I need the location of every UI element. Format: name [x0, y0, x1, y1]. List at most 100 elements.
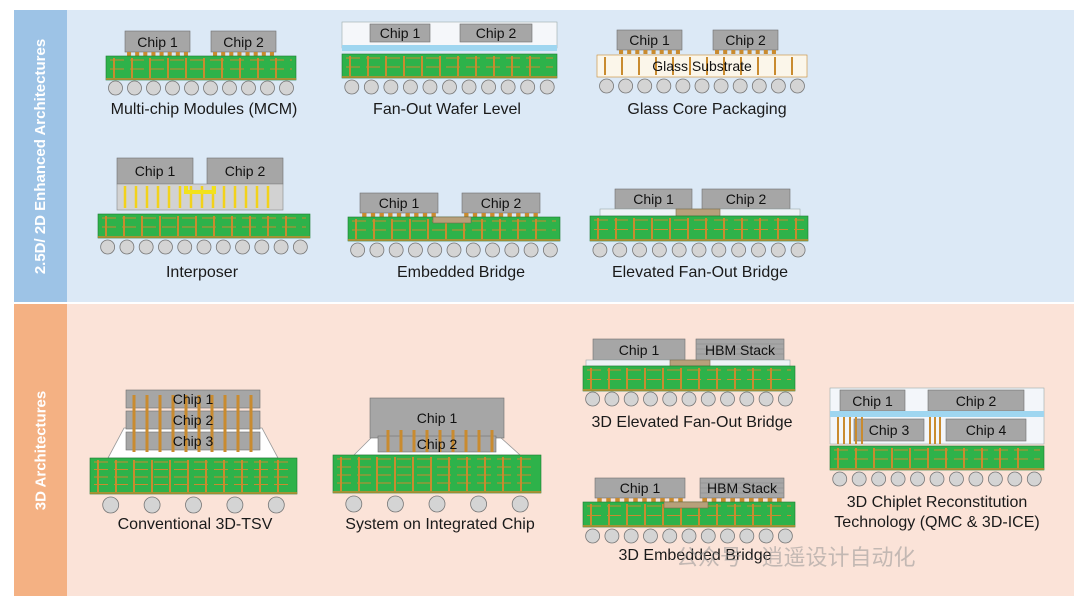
interposer-solder-ball [254, 239, 270, 255]
interposer-solder-ball [100, 239, 116, 255]
emb3d-solder-ball [604, 528, 620, 544]
fowl-chip-1-label: Chip 1 [379, 25, 421, 41]
emb3d-microbump [702, 498, 707, 502]
elev3d-solder-ball [720, 391, 735, 407]
emb3d-microbump [730, 498, 735, 502]
emb3d-solder-ball [739, 528, 755, 544]
caption-soic: System on Integrated Chip [345, 516, 535, 533]
recon-solder-ball [890, 471, 906, 487]
caption-embedded-bridge: Embedded Bridge [396, 264, 526, 281]
glass-chip-2-label: Chip 2 [725, 32, 766, 48]
glass-solder-ball [694, 78, 710, 94]
recon-solder-ball [929, 471, 945, 487]
elevated-solder-ball [632, 242, 647, 258]
elev3d-solder-ball [604, 391, 620, 407]
fowl-solder-ball [539, 79, 555, 95]
mcm-chip-2-label: Chip 2 [223, 33, 264, 50]
elevated-bridge [675, 208, 721, 217]
emb3d-microbump [777, 498, 782, 502]
emb3d-microbump [739, 498, 745, 502]
fowl-solder-ball [383, 79, 399, 95]
elevated-solder-ball [751, 242, 766, 258]
glass-microbump [763, 50, 768, 54]
interposer-chip-1 [116, 157, 194, 185]
emb3d-solder-ball [643, 528, 658, 544]
elev3d-bridge [669, 359, 711, 367]
recon-solder-ball [851, 471, 867, 487]
embedded-solder-ball [504, 242, 520, 258]
embedded-solder-ball [485, 242, 500, 258]
elev3d-solder-ball [623, 391, 639, 407]
emb3d-microbump [642, 498, 647, 502]
soic-chip-1 [369, 397, 505, 439]
caption-fan-out-wafer-level: Fan-Out Wafer Level [373, 101, 521, 118]
elev3d-solder-ball [662, 391, 678, 407]
embedded-microbump [414, 213, 419, 217]
mcm-microbump [213, 52, 218, 56]
interposer-solder-ball [273, 239, 289, 255]
mcm-microbump [253, 52, 258, 56]
glass-solder-ball [618, 78, 634, 94]
emb3d-silicon-bridge [663, 501, 709, 509]
mcm-microbump [237, 52, 242, 56]
caption-interposer: Interposer [165, 264, 239, 281]
glass-microbump [715, 50, 720, 54]
recon-solder-ball [949, 471, 964, 487]
tsv-solder-ball [143, 496, 161, 514]
soic-solder-ball [511, 495, 529, 513]
glass-microbump [659, 50, 664, 54]
mcm-microbump [151, 52, 156, 56]
emb3d-chip-1-label: Chip 1 [619, 480, 661, 496]
glass-solder-ball [770, 78, 786, 94]
recon-chip-3-label: Chip 3 [868, 422, 910, 438]
embedded-solder-ball [465, 242, 481, 258]
fowl-chip-2-label: Chip 2 [475, 25, 517, 41]
embedded-silicon-bridge [432, 216, 472, 224]
emb3d-microbump [660, 498, 665, 502]
caption-3d-tsv: Conventional 3D-TSV [117, 516, 273, 533]
mcm-solder-ball [241, 80, 256, 96]
elev3d-solder-ball [739, 391, 755, 407]
caption-elevated-fan-out-bridge: Elevated Fan-Out Bridge [611, 264, 789, 281]
caption-reconstitution-line1: 3D Chiplet Reconstitution [846, 494, 1028, 511]
embedded-microbump [431, 213, 436, 217]
emb3d-solder-ball [777, 528, 793, 544]
emb3d-microbump [624, 498, 629, 502]
soic-chip-2-label: Chip 2 [416, 436, 458, 452]
glass-microbump [635, 50, 640, 54]
embedded-microbump [516, 213, 521, 217]
glass-microbump [771, 50, 776, 54]
recon-solder-ball [871, 471, 887, 487]
interposer-solder-ball [292, 239, 308, 255]
embedded-solder-ball [427, 242, 443, 258]
interposer-redistribution-link [184, 186, 216, 194]
emb3d-microbump [749, 498, 754, 502]
fowl-chip-2 [459, 23, 533, 43]
soic-chip-1-label: Chip 1 [416, 410, 458, 426]
glass-microbump [619, 50, 624, 54]
emb3d-chip-1 [594, 477, 686, 499]
mcm-microbump [159, 52, 164, 56]
tsv-solder-ball [102, 496, 120, 514]
fowl-solder-ball [520, 79, 536, 95]
embedded-microbump [498, 213, 504, 217]
glass-chip-1-label: Chip 1 [629, 32, 670, 48]
glass-solder-ball [675, 78, 691, 94]
mcm-solder-ball [222, 80, 237, 96]
recon-solder-ball [832, 471, 848, 487]
tsv-solder-ball [267, 496, 285, 514]
embedded-microbump [507, 213, 512, 217]
glass-chip-1 [616, 29, 683, 51]
embedded-microbump [388, 213, 393, 217]
mcm-chip-2 [210, 30, 277, 53]
mcm-solder-ball [260, 80, 275, 96]
emb3d-microbump [615, 498, 620, 502]
emb3d-solder-ball [720, 528, 735, 544]
recon-solder-ball [987, 471, 1003, 487]
tsv-chip-3-label: Chip 3 [172, 433, 214, 449]
fowl-solder-ball [481, 79, 496, 95]
mcm-solder-ball [279, 80, 294, 96]
embedded-microbump [481, 213, 486, 217]
mcm-microbump [167, 52, 172, 56]
